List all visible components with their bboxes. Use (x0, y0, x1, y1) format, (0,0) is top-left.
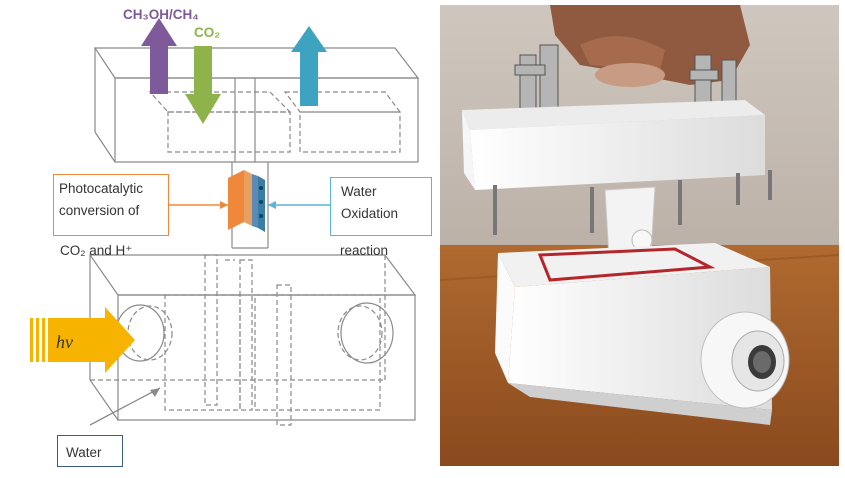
o2-arrow (291, 26, 327, 106)
photocatalytic-box: Photocatalytic conversion of (53, 174, 169, 236)
products-arrow (141, 18, 177, 94)
light-arrow (30, 307, 135, 373)
photocatalytic-line-1: Photocatalytic (59, 181, 144, 196)
reactor-photo (439, 5, 840, 466)
water-label: Water (66, 445, 102, 460)
water-oxidation-box: Water Oxidation (330, 177, 432, 236)
white-lid (462, 100, 765, 190)
water-box: Water (57, 435, 123, 467)
window-port (700, 311, 790, 409)
photocatalyst-membrane (228, 170, 265, 232)
schematic-drawing (30, 18, 420, 426)
water-oxidation-line-1: Water (341, 184, 377, 199)
photo-illustration (439, 5, 840, 466)
water-oxidation-line-3: reaction (340, 243, 389, 258)
water-pointer (89, 387, 161, 426)
photocatalytic-line-3: CO₂ and H⁺ (60, 243, 133, 258)
light-label: hν (56, 332, 73, 352)
top-lid (93, 47, 420, 163)
co2-arrow (185, 46, 221, 124)
products-label: CH₃OH/CH₄ (123, 7, 199, 22)
photocatalytic-line-2: conversion of (59, 203, 140, 218)
reactor-schematic: CH₃OH/CH₄ CO₂ O₂ Photocatalytic conversi… (30, 7, 432, 467)
o2-label: O₂ (302, 33, 319, 48)
threaded-rods (493, 170, 772, 235)
water-oxidation-line-2: Oxidation (341, 206, 399, 221)
co2-label: CO₂ (194, 25, 221, 40)
